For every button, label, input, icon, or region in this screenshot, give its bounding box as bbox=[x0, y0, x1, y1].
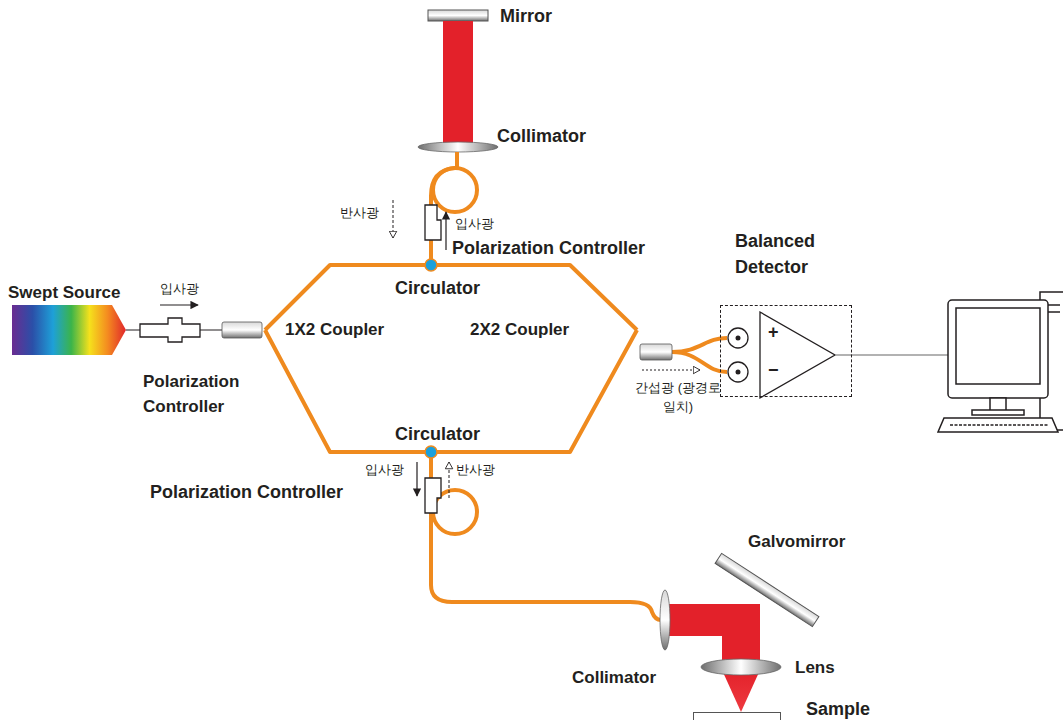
circulator-dot bbox=[425, 259, 437, 271]
reflected-arrow bbox=[393, 200, 394, 238]
part-label: 입사광 bbox=[455, 216, 494, 232]
fiber-connector bbox=[222, 322, 262, 338]
lens bbox=[701, 659, 781, 675]
fiber bbox=[265, 152, 727, 620]
part-label: 반사광 bbox=[456, 462, 495, 478]
part-label: 간섭광 (광경로일치) bbox=[630, 379, 726, 417]
sample-box: Sample bbox=[693, 712, 781, 720]
computer bbox=[938, 292, 1063, 432]
beam bbox=[722, 620, 760, 664]
part-label: Swept Source bbox=[8, 283, 120, 303]
part-label: Circulator bbox=[395, 278, 480, 300]
beam bbox=[722, 670, 760, 712]
polarization-controller bbox=[140, 318, 200, 342]
part-label: − bbox=[768, 360, 779, 382]
reflected-arrow bbox=[449, 462, 450, 498]
mirror bbox=[428, 10, 488, 21]
part-label: 입사광 bbox=[365, 462, 404, 478]
part-label: Lens bbox=[795, 658, 835, 678]
incident-arrow bbox=[160, 304, 198, 305]
part-label: Polarization Controller bbox=[150, 482, 343, 504]
circulator-dot bbox=[425, 446, 437, 458]
part-label: 1X2 Coupler bbox=[285, 320, 384, 340]
part-label: 2X2 Coupler bbox=[470, 320, 569, 340]
part-label: Collimator bbox=[497, 126, 586, 148]
polarization-controller bbox=[425, 205, 441, 513]
beam bbox=[443, 21, 473, 145]
photodiode bbox=[728, 328, 748, 382]
part-label: Galvomirror bbox=[748, 532, 845, 552]
incident-arrow bbox=[416, 462, 417, 496]
incident-arrow bbox=[445, 212, 446, 250]
swept-source bbox=[12, 305, 126, 355]
part-label: 입사광 bbox=[160, 281, 199, 297]
node-heading: Sample bbox=[806, 699, 870, 720]
part-label: Mirror bbox=[500, 6, 552, 28]
amplifier bbox=[760, 312, 835, 398]
part-label: + bbox=[768, 322, 779, 344]
collimator-lens bbox=[660, 590, 670, 650]
collimator-lens bbox=[418, 142, 498, 152]
detector-box: Balanced Detector bbox=[720, 305, 852, 397]
part-label: Polarization Controller bbox=[143, 370, 283, 419]
part-label: 반사광 bbox=[340, 205, 379, 221]
interference-arrow bbox=[642, 370, 700, 371]
part-label: Collimator bbox=[572, 668, 656, 688]
fiber-connector bbox=[640, 344, 672, 360]
node-heading: Balanced Detector bbox=[735, 228, 855, 280]
galvomirror bbox=[715, 553, 819, 626]
part-label: Circulator bbox=[395, 424, 480, 446]
part-label: Polarization Controller bbox=[452, 238, 645, 260]
